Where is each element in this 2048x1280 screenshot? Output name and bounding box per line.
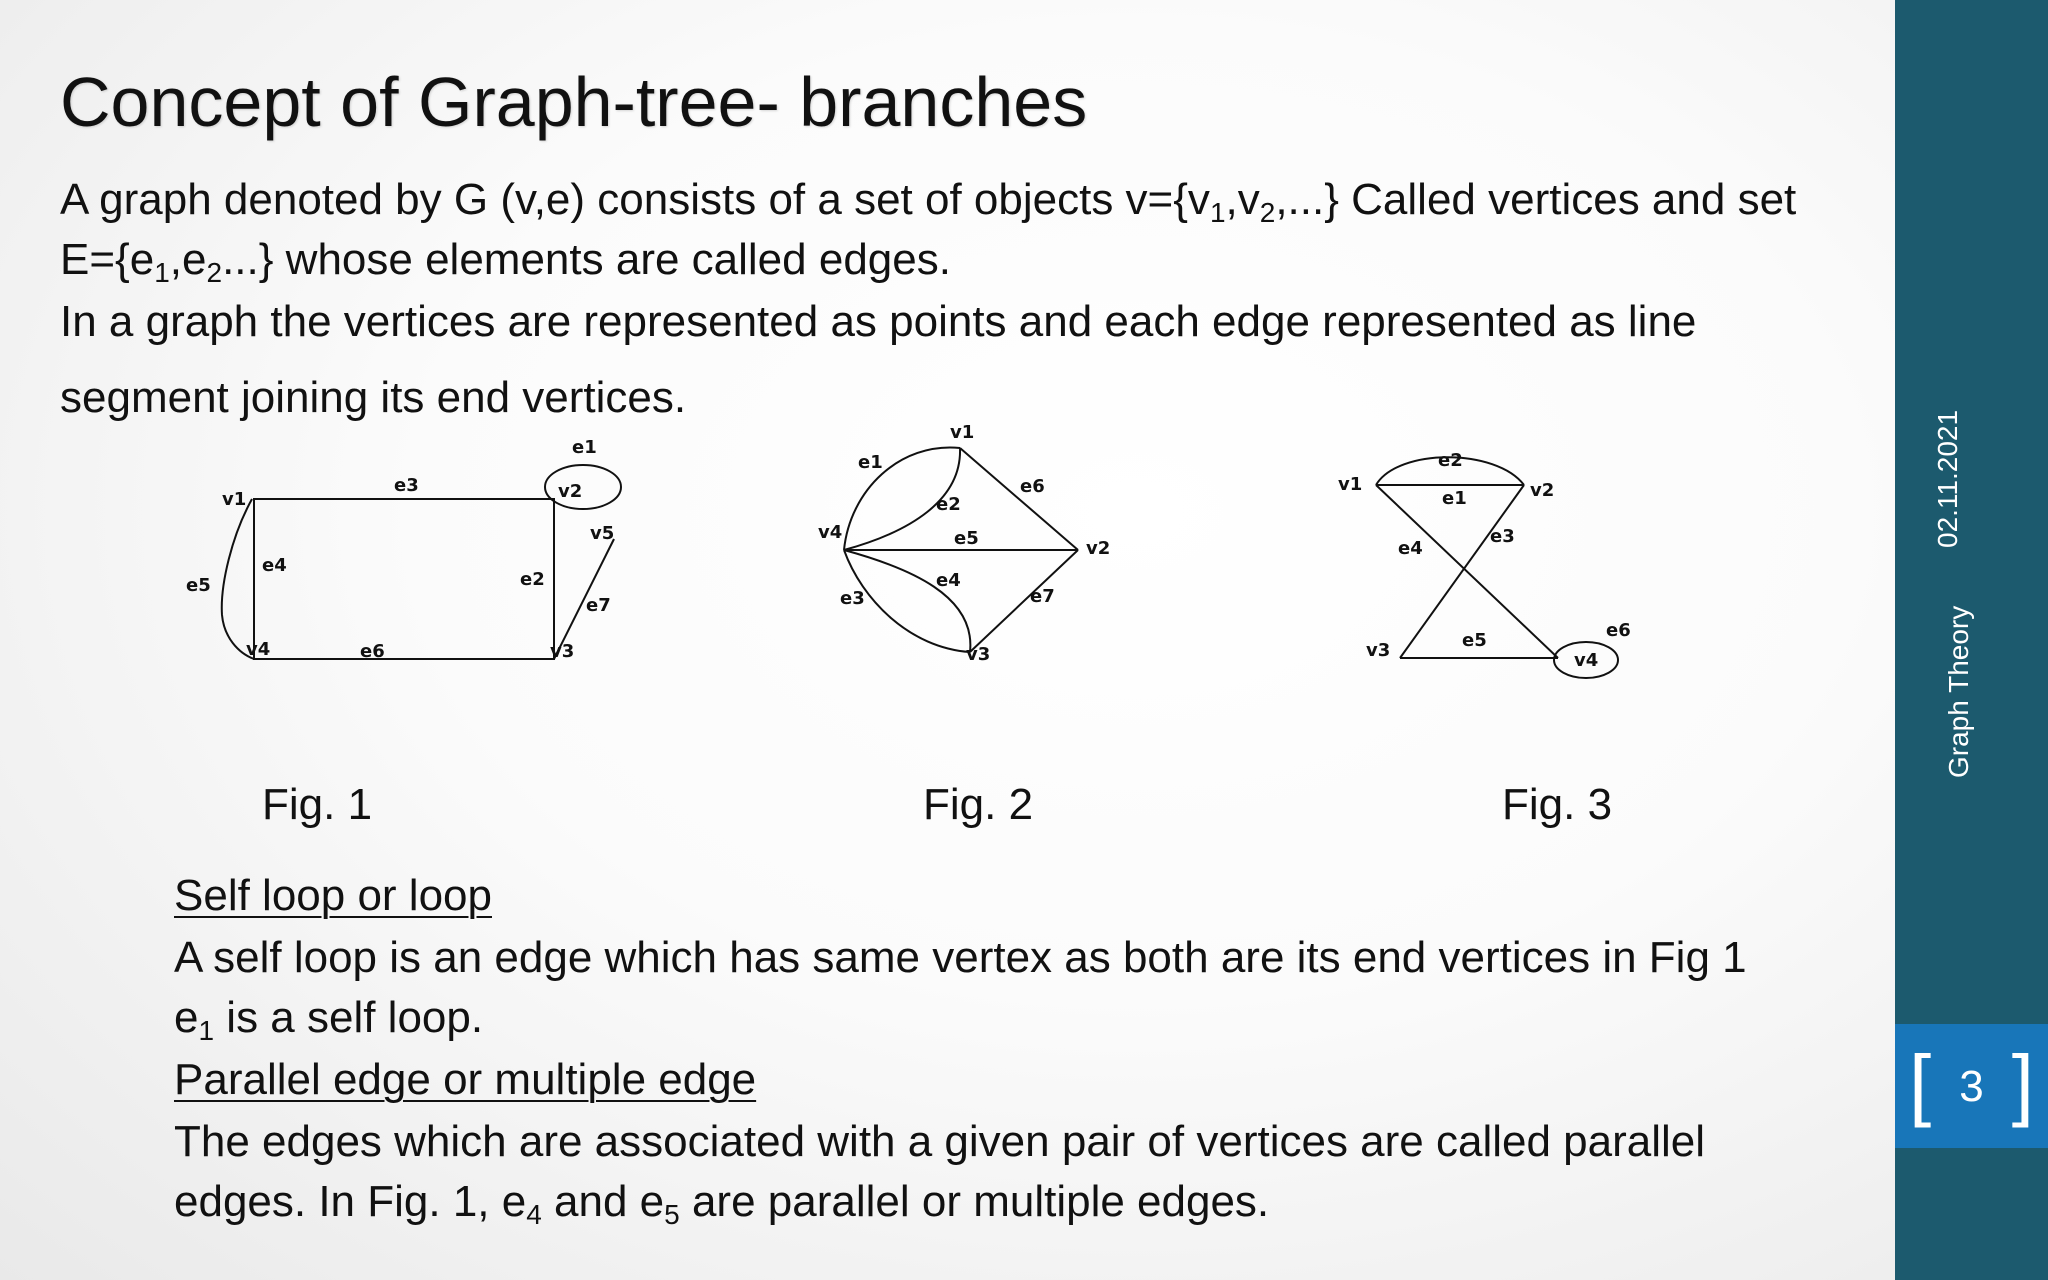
fig2-edge-e1 [843,446,961,551]
fig3-edge-e2 [1375,456,1525,486]
fig2-label-v1: v1 [950,422,974,443]
fig2-edge-e2 [843,447,962,551]
slide: Concept of Graph-tree- branches A graph … [0,0,1895,1280]
fig3-label-e6: e6 [1606,620,1631,641]
fig3-label-e5: e5 [1462,630,1487,651]
fig1-label-v5: v5 [590,523,614,544]
fig3-label-v2: v2 [1530,480,1554,501]
left-bracket-icon: [ [1909,1039,1932,1128]
figure-2-graph: v1 v2 v3 v4 e1 e2 e3 e4 e5 e6 e7 [818,422,1110,665]
fig1-edge-e5 [220,498,255,660]
fig2-label-e7: e7 [1030,586,1055,607]
fig1-label-v1: v1 [222,489,246,510]
fig3-label-v3: v3 [1366,640,1390,661]
graph-representation-line-2: segment joining its end vertices. [60,373,687,422]
self-loop-text-line-1: A self loop is an edge which has same ve… [174,933,1747,982]
fig1-label-v4: v4 [246,639,270,660]
slide-title: Concept of Graph-tree- branches [60,63,1088,141]
fig2-label-e5: e5 [954,528,979,549]
fig1-label-v3: v3 [550,641,574,662]
figure-1-graph: v1 v2 v3 v4 v5 e1 e2 e3 e4 e5 e6 e7 [186,437,622,662]
page-number: 3 [1959,1062,1984,1111]
fig3-label-e3: e3 [1490,526,1515,547]
right-bracket-icon: ] [2011,1039,2034,1128]
parallel-edge-text-line-2: edges. In Fig. 1, e4 and e5 are parallel… [174,1177,1270,1230]
fig2-label-v4: v4 [818,522,842,543]
self-loop-heading: Self loop or loop [174,871,492,920]
figure-1-caption: Fig. 1 [262,780,373,829]
fig2-edge-e7 [969,549,1079,653]
fig1-label-e7: e7 [586,595,611,616]
fig1-label-e6: e6 [360,641,385,662]
fig1-label-e3: e3 [394,475,419,496]
fig1-edge-e7 [553,538,615,660]
fig3-label-e1: e1 [1442,488,1467,509]
self-loop-text-line-2: e1 is a self loop. [174,993,484,1046]
fig3-edge-e4 [1375,484,1559,659]
fig3-label-e4: e4 [1398,538,1423,559]
fig1-label-e4: e4 [262,555,287,576]
fig2-label-e4: e4 [936,570,961,591]
graph-definition-line-1: A graph denoted by G (v,e) consists of a… [60,175,1797,228]
fig3-label-e2: e2 [1438,450,1463,471]
figure-3-graph: v1 v2 v3 v4 e1 e2 e3 e4 e5 e6 [1338,450,1631,679]
fig1-label-e1: e1 [572,437,597,458]
parallel-edge-text-line-1: The edges which are associated with a gi… [174,1117,1706,1166]
parallel-edge-heading: Parallel edge or multiple edge [174,1055,757,1104]
fig3-loop-e6 [1553,641,1619,679]
page-number-box: [ 3 ] [1895,1024,2048,1148]
sidebar-date: 02.11.2021 [1932,409,1963,548]
fig1-rect-edges [253,498,555,660]
fig2-label-v3: v3 [966,644,990,665]
figure-3-caption: Fig. 3 [1502,780,1613,829]
fig3-label-v1: v1 [1338,474,1362,495]
fig2-label-e6: e6 [1020,476,1045,497]
fig2-edge-e3 [843,549,971,653]
graph-definition-line-2: E={e1,e2...} whose elements are called e… [60,235,951,288]
graph-representation-line-1: In a graph the vertices are represented … [60,297,1697,346]
fig2-edge-e6 [959,447,1079,551]
fig1-label-e5: e5 [186,575,211,596]
fig3-edge-e3 [1399,484,1525,659]
fig2-label-v2: v2 [1086,538,1110,559]
figure-2-caption: Fig. 2 [923,780,1034,829]
fig2-edge-e4 [843,549,972,653]
fig1-label-v2: v2 [558,481,582,502]
fig2-label-e3: e3 [840,588,865,609]
fig1-label-e2: e2 [520,569,545,590]
fig1-self-loop-e1 [544,464,622,510]
fig3-label-v4: v4 [1574,650,1598,671]
sidebar-subject: Graph Theory [1943,605,1974,778]
fig2-label-e1: e1 [858,452,883,473]
fig2-label-e2: e2 [936,494,961,515]
